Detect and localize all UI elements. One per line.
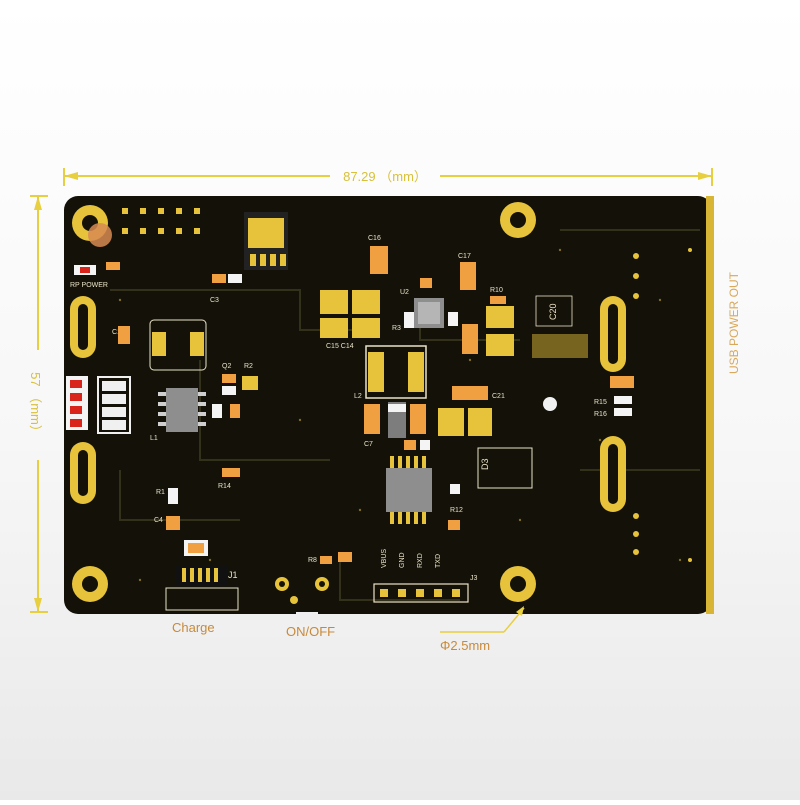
silk-c16: C16 [368, 235, 381, 242]
silk-r10: R10 [490, 287, 503, 294]
silk-r16: R16 [594, 411, 607, 418]
mounting-hole-tr [500, 202, 536, 238]
right-edge-vias [633, 248, 692, 562]
main-ic [386, 440, 432, 524]
oblong-pads-right [600, 296, 626, 512]
silk-l2: L2 [354, 393, 362, 400]
component-r15-r16: R15 R16 [594, 376, 634, 418]
silk-r12: R12 [450, 507, 463, 514]
switch-holes [275, 577, 329, 624]
pin-label-rxd: RXD [417, 553, 424, 568]
caption-on-off: ON/OFF [286, 624, 335, 639]
height-label: 57 （mm） [28, 372, 43, 438]
pin-header-top [122, 208, 200, 234]
component-u2: U2 R3 [392, 278, 444, 332]
component-c21: C21 [438, 386, 505, 436]
silk-u2: U2 [400, 289, 409, 296]
center-hole [543, 397, 557, 411]
silk-r8: R8 [308, 557, 317, 564]
silk-c20: C20 [548, 303, 558, 320]
chip-left: L1 [150, 388, 206, 442]
hole-callout: Φ2.5mm [440, 606, 525, 653]
silk-c17: C17 [458, 253, 471, 260]
passives-r8: R8 [308, 552, 352, 564]
silk-j3: J3 [470, 575, 478, 582]
edge-plating [706, 196, 714, 614]
silk-c7: C7 [364, 441, 373, 448]
component-c20: C20 [532, 295, 588, 358]
silk-c15-c14: C15 C14 [326, 343, 354, 350]
component-d3: D3 [477, 447, 533, 489]
passives-left: Q2 R2 C3 R14 [210, 274, 258, 490]
silk-l1: L1 [150, 435, 158, 442]
pin-label-txd: TXD [435, 554, 442, 568]
uart-header: VBUS GND RXD TXD J3 [373, 549, 478, 603]
width-dimension: 87.29 （mm） [63, 168, 713, 186]
component-r12: R12 [448, 484, 463, 530]
component-l2: L2 [354, 345, 427, 400]
micro-usb-j1: J1 [165, 566, 239, 611]
silk-c21: C21 [492, 393, 505, 400]
hole-label: Φ2.5mm [440, 638, 490, 653]
component-q1 [244, 212, 288, 270]
passives-bottom-left: R1 C4 [154, 488, 208, 556]
caption-usb-power-out: USB POWER OUT [727, 271, 741, 374]
component-c16: C16 [368, 235, 388, 274]
pin-label-gnd: GND [399, 552, 406, 568]
silk-c3: C3 [210, 297, 219, 304]
silk-power: RP POWER [70, 282, 108, 289]
pin-label-vbus: VBUS [381, 549, 388, 568]
mounting-hole-br [500, 566, 536, 602]
silk-c1: C1 [112, 329, 121, 336]
silk-c4: C4 [154, 517, 163, 524]
component-c17: C17 R10 [448, 253, 514, 356]
silk-r2: R2 [244, 363, 253, 370]
width-label: 87.29 （mm） [343, 169, 427, 184]
mounting-holes [72, 202, 557, 602]
silk-j1: J1 [228, 570, 238, 580]
silk-d3: D3 [480, 458, 490, 470]
height-dimension: 57 （mm） [28, 195, 48, 613]
mounting-hole-bl [72, 566, 108, 602]
component-c7: C7 [364, 402, 426, 448]
component-c1: C1 [112, 319, 207, 371]
silk-r1: R1 [156, 489, 165, 496]
silk-q2: Q2 [222, 363, 231, 370]
silk-r14: R14 [218, 483, 231, 490]
silk-r15: R15 [594, 399, 607, 406]
led-glow [88, 223, 112, 247]
oblong-pads-left [70, 296, 96, 504]
component-c15-c14: C15 C14 [320, 290, 380, 350]
power-led-area: RP POWER [70, 262, 120, 289]
caption-charge: Charge [172, 620, 215, 635]
battery-indicator [66, 376, 131, 434]
silk-r3: R3 [392, 325, 401, 332]
